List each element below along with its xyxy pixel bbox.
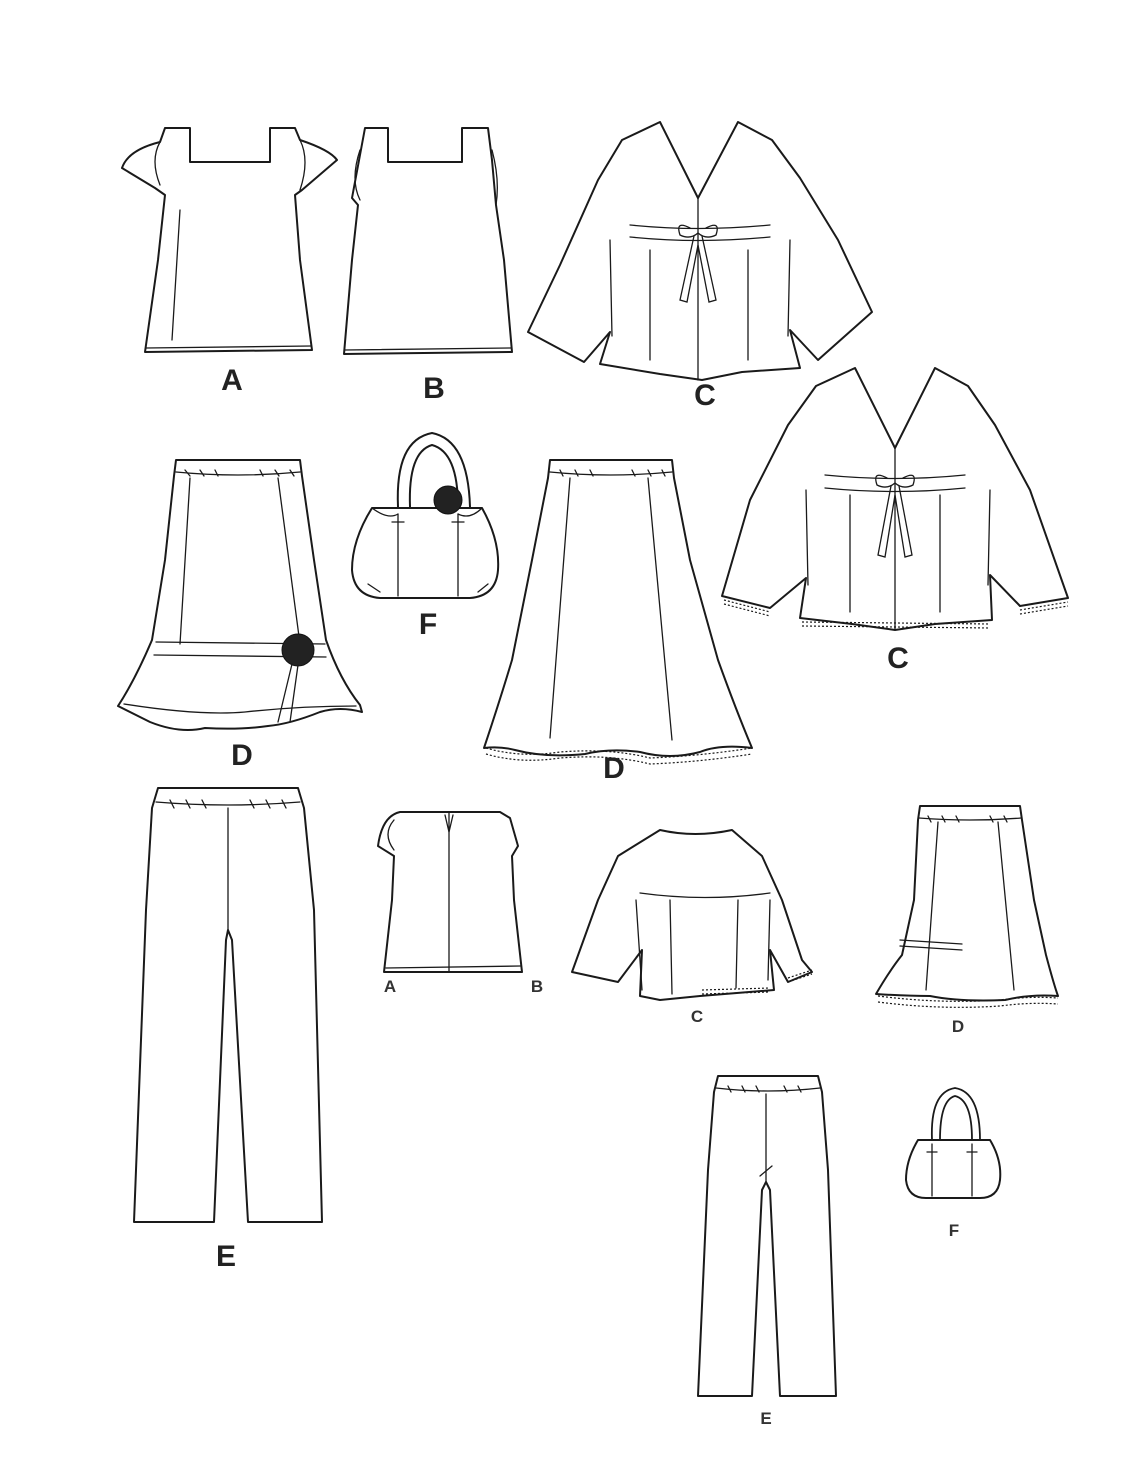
rose-icon	[433, 485, 463, 515]
view-a-top-front	[121, 127, 338, 353]
view-d-label-2: D	[603, 752, 625, 785]
view-d-label-1: D	[231, 739, 253, 772]
back-skirt-label: D	[952, 1017, 964, 1036]
back-view-skirt	[875, 805, 1059, 1008]
view-c-jacket-front	[527, 121, 873, 381]
view-f-handbag-front	[351, 431, 500, 599]
view-b-label: B	[423, 372, 445, 405]
view-c-label-2: C	[887, 642, 909, 675]
view-f-label-1: F	[419, 608, 437, 641]
view-c-label-1: C	[694, 379, 716, 412]
view-e-label-1: E	[216, 1240, 236, 1273]
view-b-top-front	[343, 127, 513, 355]
back-view-top	[377, 811, 523, 973]
rose-icon	[281, 633, 315, 667]
back-top-label-b: B	[531, 977, 543, 996]
back-view-bag	[905, 1087, 1002, 1199]
back-view-jacket	[571, 829, 813, 1001]
back-view-pants	[697, 1075, 837, 1397]
view-e-pants-front	[133, 787, 323, 1223]
view-a-label: A	[221, 364, 243, 397]
view-c-jacket-trim-front	[721, 367, 1069, 631]
back-pants-label: E	[760, 1409, 771, 1428]
back-bag-label: F	[949, 1221, 959, 1240]
back-top-label-a: A	[384, 977, 396, 996]
view-d-skirt-flounce-front	[117, 459, 363, 731]
view-d-skirt-long-front	[483, 459, 753, 765]
back-jacket-label: C	[691, 1007, 703, 1026]
